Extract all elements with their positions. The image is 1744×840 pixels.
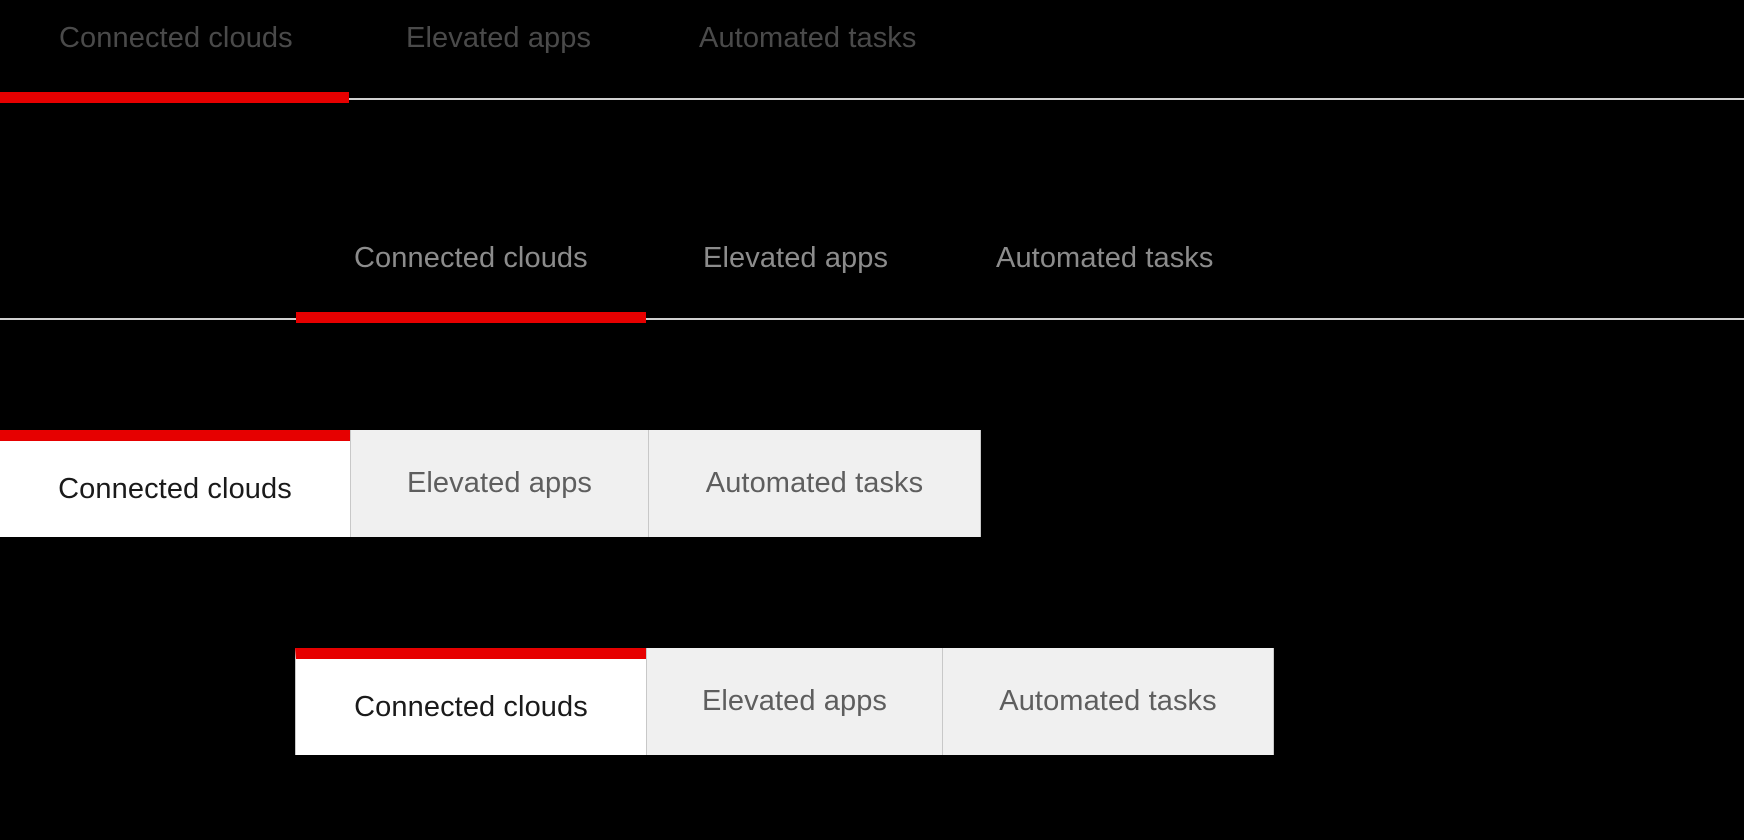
tablist: Connected clouds Elevated apps Automated… <box>0 24 1744 102</box>
tablist: Connected clouds Elevated apps Automated… <box>0 244 1744 322</box>
tab-automated-tasks[interactable]: Automated tasks <box>648 430 981 537</box>
tab-connected-clouds[interactable]: Connected clouds <box>0 430 350 537</box>
tab-automated-tasks[interactable]: Automated tasks <box>699 22 917 54</box>
active-tab-indicator <box>0 92 349 103</box>
tab-label: Connected clouds <box>58 472 292 505</box>
tablist-baseline <box>0 98 1744 100</box>
tab-elevated-apps[interactable]: Elevated apps <box>350 430 648 537</box>
tab-connected-clouds[interactable]: Connected clouds <box>59 22 293 54</box>
tab-label: Elevated apps <box>406 467 593 499</box>
active-tab-indicator <box>296 312 646 323</box>
tabset-boxed-indented: Connected clouds Elevated apps Automated… <box>295 648 1275 840</box>
tab-label: Automated tasks <box>705 467 924 499</box>
tab-automated-tasks[interactable]: Automated tasks <box>996 242 1214 274</box>
tab-label: Connected clouds <box>354 690 588 723</box>
tab-connected-clouds[interactable]: Connected clouds <box>295 648 646 755</box>
tab-elevated-apps[interactable]: Elevated apps <box>703 242 889 274</box>
tab-label: Automated tasks <box>999 685 1217 717</box>
tab-label: Elevated apps <box>701 685 888 717</box>
tab-elevated-apps[interactable]: Elevated apps <box>646 648 942 755</box>
tabset-boxed-left: Connected clouds Elevated apps Automated… <box>0 430 981 538</box>
tab-connected-clouds[interactable]: Connected clouds <box>354 242 588 274</box>
tablist-baseline <box>0 318 1744 320</box>
tab-elevated-apps[interactable]: Elevated apps <box>406 22 592 54</box>
tab-automated-tasks[interactable]: Automated tasks <box>942 648 1274 755</box>
